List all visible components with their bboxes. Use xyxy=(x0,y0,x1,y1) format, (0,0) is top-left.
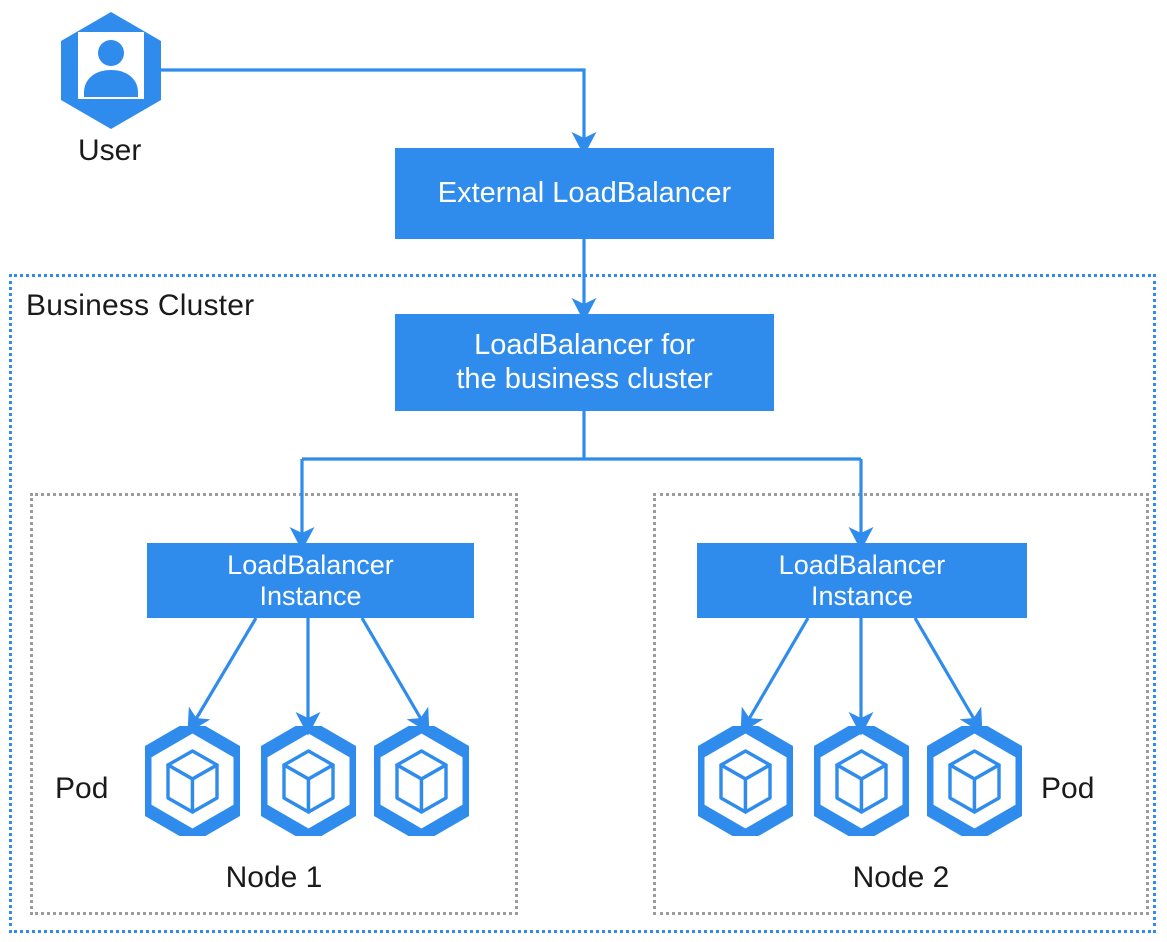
node-2-lb-instance-label-line2: Instance xyxy=(810,580,914,611)
external-loadbalancer-label: External LoadBalancer xyxy=(437,176,732,209)
business-cluster-label: Business Cluster xyxy=(26,289,255,322)
wire-node-1-lb-to-pod-1 xyxy=(187,617,258,734)
cluster-loadbalancer-box[interactable]: LoadBalancer for the business cluster xyxy=(395,314,774,411)
wire-node-1-lb-to-pod-3 xyxy=(360,617,430,734)
pod-label-node-2: Pod xyxy=(1041,772,1095,805)
node-2-container xyxy=(653,493,1149,915)
pod-cube-hexagon-icon[interactable] xyxy=(254,718,363,844)
node-1-loadbalancer-instance-box[interactable]: LoadBalancer Instance xyxy=(147,543,474,618)
node-2-loadbalancer-instance-box[interactable]: LoadBalancer Instance xyxy=(697,543,1027,618)
user-label: User xyxy=(78,134,142,167)
pod-cube-hexagon-icon[interactable] xyxy=(807,718,916,844)
node-1-lb-instance-label-line2: Instance xyxy=(259,580,362,611)
node-2-lb-instance-label-line1: LoadBalancer xyxy=(778,549,946,580)
user-hexagon-icon xyxy=(61,12,161,129)
wire-node-2-lb-to-pod-1 xyxy=(740,617,810,734)
pod-cube-hexagon-icon[interactable] xyxy=(367,718,476,844)
pod-cube-hexagon-icon[interactable] xyxy=(920,718,1029,844)
pod-label-node-1: Pod xyxy=(55,772,109,805)
pod-cube-hexagon-icon[interactable] xyxy=(691,718,800,844)
node-1-container xyxy=(30,493,518,915)
external-loadbalancer-box[interactable]: External LoadBalancer xyxy=(395,148,774,239)
wire-node-2-lb-to-pod-3 xyxy=(913,617,983,734)
cluster-loadbalancer-label-line1: LoadBalancer for xyxy=(474,329,695,362)
cluster-loadbalancer-label-line2: the business cluster xyxy=(456,362,713,395)
node-2-label: Node 2 xyxy=(852,861,950,894)
pod-cube-hexagon-icon[interactable] xyxy=(138,718,247,844)
wire-user-to-external-lb xyxy=(160,68,597,156)
node-1-lb-instance-label-line1: LoadBalancer xyxy=(227,549,394,580)
node-1-label: Node 1 xyxy=(225,861,323,894)
